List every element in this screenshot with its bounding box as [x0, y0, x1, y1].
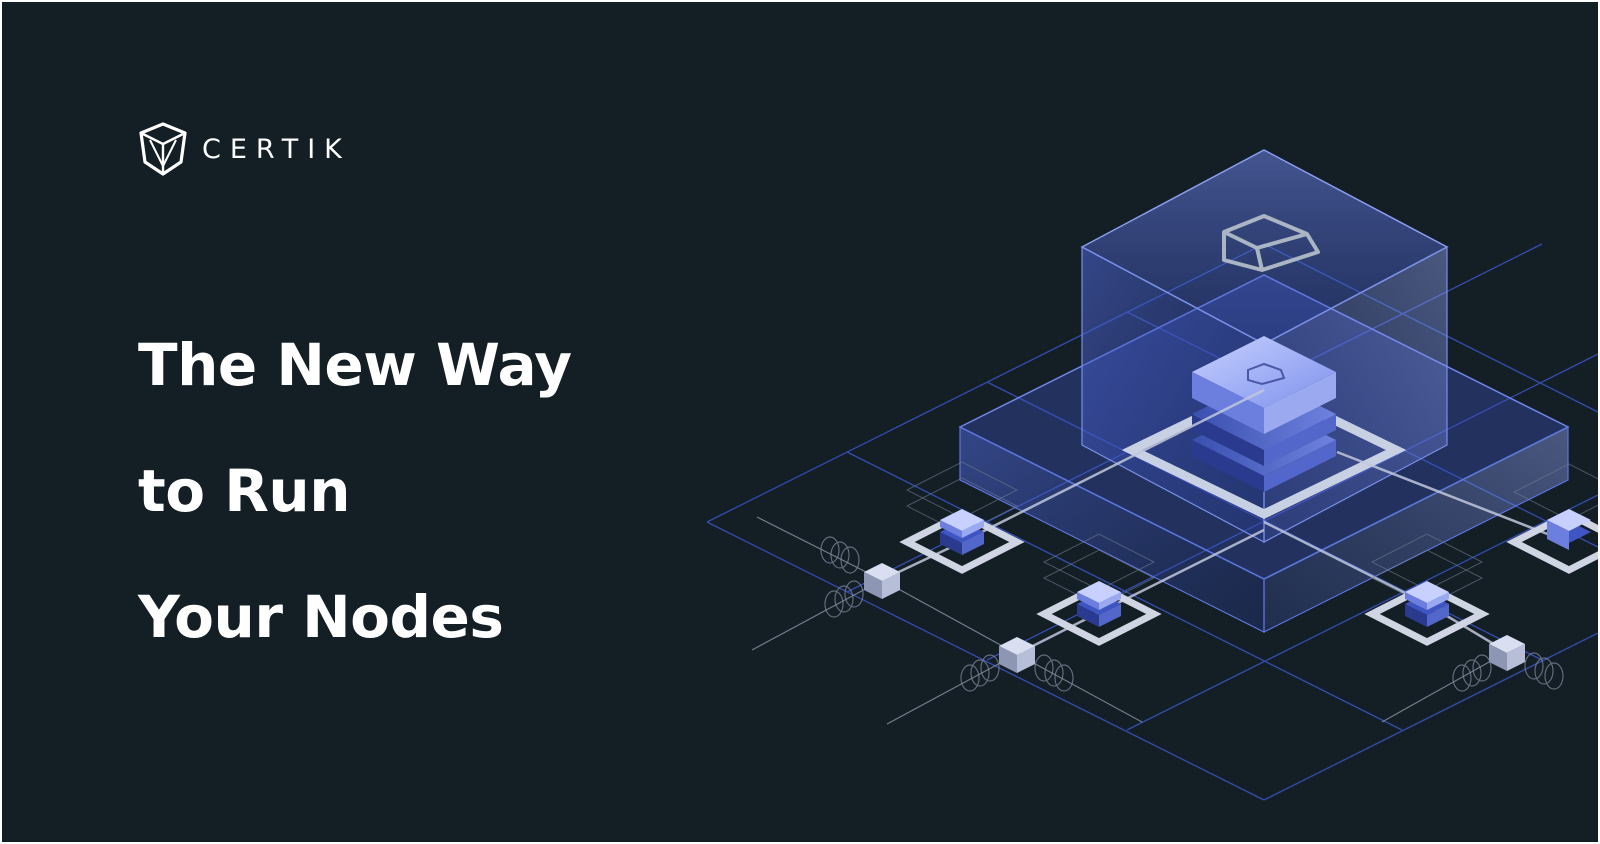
brand-logo[interactable]: CERTIK [138, 122, 351, 176]
headline: The New Way to Run Your Nodes [138, 302, 572, 680]
node-network-isometric-icon [706, 149, 1598, 801]
certik-shield-icon [139, 122, 187, 176]
headline-line-3: Your Nodes [138, 583, 504, 651]
brand-name: CERTIK [202, 133, 351, 165]
headline-line-1: The New Way [138, 331, 572, 399]
headline-line-2: to Run [138, 457, 351, 525]
